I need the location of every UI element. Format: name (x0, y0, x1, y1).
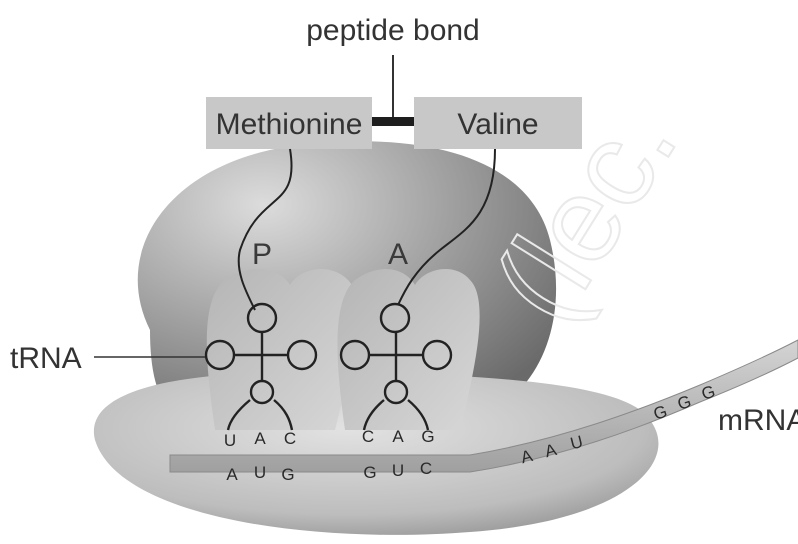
p-codon-base: G (281, 465, 294, 484)
p-anticodon-base: U (224, 431, 236, 450)
methionine-label: Methionine (216, 108, 363, 141)
peptide-bond-label: peptide bond (306, 14, 480, 47)
p-site-pocket (207, 269, 357, 430)
p-codon-base: U (254, 463, 266, 482)
a-anticodon-base: A (392, 427, 404, 446)
a-codon-base: G (363, 463, 376, 482)
p-anticodon-base: C (284, 429, 296, 448)
p-anticodon-base: A (254, 429, 266, 448)
valine-label: Valine (457, 108, 538, 141)
a-anticodon-base: G (421, 427, 434, 446)
p-site-label: P (252, 238, 272, 271)
a-anticodon-base: C (362, 427, 374, 446)
a-codon-base: C (420, 459, 432, 478)
trna-label: tRNA (10, 342, 82, 375)
a-site-label: A (388, 238, 408, 271)
a-codon-base: U (392, 461, 404, 480)
p-codon-base: A (226, 465, 238, 484)
peptide-bond (372, 117, 414, 126)
mrna-label: mRNA (718, 404, 798, 437)
a-site-pocket (337, 269, 479, 430)
